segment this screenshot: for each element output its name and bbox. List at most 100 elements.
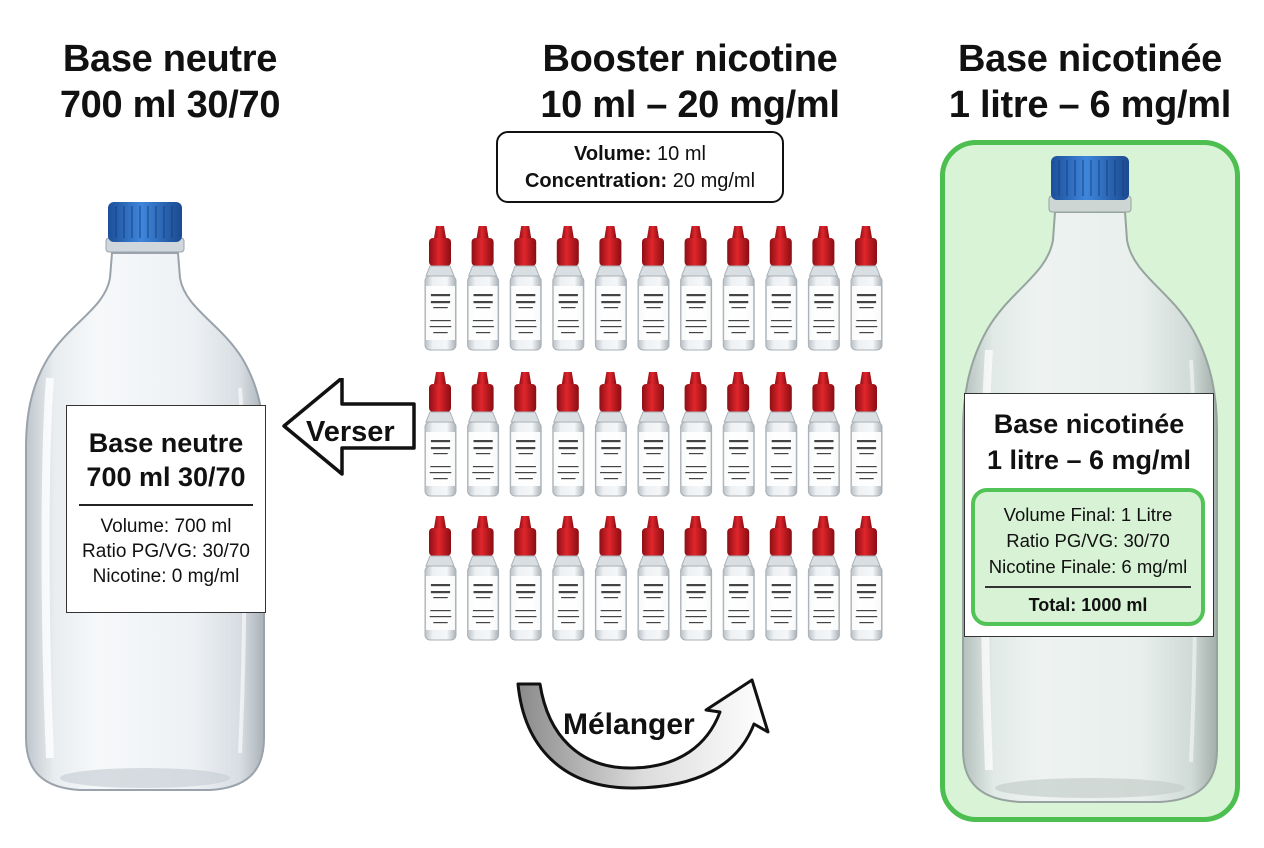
vial-label-line [770, 616, 793, 618]
vial-label-line [433, 622, 448, 624]
vial-label-line [518, 332, 533, 334]
vial-shoulder [510, 411, 540, 423]
vial-body [680, 275, 713, 351]
vial-label-line [601, 584, 621, 587]
vial-label [511, 432, 541, 486]
vial-tip [604, 372, 617, 384]
vial-label [809, 576, 839, 630]
vial-label-line [729, 294, 749, 297]
vial-label-line [473, 584, 493, 587]
vial-label-line [557, 326, 580, 328]
vial-label-line [430, 440, 451, 443]
booster-volume-line: Volume: 10 ml [498, 141, 782, 168]
vial-label-line [475, 332, 491, 334]
vial-shoulder [467, 265, 498, 277]
vial-label-line [430, 301, 451, 304]
vial-tip [476, 226, 489, 238]
vial-label [766, 286, 796, 340]
vial-label [468, 432, 498, 486]
vial-label-line [430, 466, 451, 468]
vial-label-line [473, 294, 493, 297]
vial-tip [689, 516, 702, 528]
vial-body [807, 275, 840, 351]
neutral-base-label: Base neutre 700 ml 30/70 Volume: 700 ml … [66, 405, 266, 613]
vial-label-line [729, 440, 749, 443]
booster-vial [850, 516, 883, 641]
vial-label-line [686, 440, 706, 443]
vial-label-line [603, 597, 619, 599]
vial-shoulder [595, 265, 626, 277]
vial-label-line [688, 597, 704, 599]
booster-vial [680, 226, 713, 351]
vial-label-line [601, 294, 621, 297]
booster-vial [807, 516, 840, 641]
vial-label-line [855, 472, 878, 474]
vial-shoulder [595, 555, 626, 567]
vial-tip [604, 516, 617, 528]
vial-label [511, 286, 541, 340]
label-divider [79, 504, 253, 506]
vial-body [722, 275, 755, 351]
red-cap-icon [429, 528, 451, 556]
vial-label-line [558, 301, 578, 304]
nicotine-label-details: Volume Final: 1 Litre Ratio PG/VG: 30/70… [971, 488, 1205, 626]
vial-tip [476, 372, 489, 384]
red-cap-icon [812, 238, 835, 266]
booster-vial [509, 372, 542, 497]
vial-label-line [642, 472, 665, 474]
vial-body [680, 421, 713, 497]
vial-label-line [856, 447, 877, 450]
vial-label-line [429, 616, 452, 618]
vial-label-line [433, 478, 448, 480]
vial-label-line [646, 332, 661, 334]
vial-label-line [728, 320, 749, 322]
booster-vial [467, 226, 500, 351]
vial-body [552, 275, 585, 351]
vial-label-line [813, 616, 835, 618]
vial-label-line [515, 466, 536, 468]
vial-tip [561, 372, 574, 384]
vial-label-line [686, 301, 706, 304]
booster-vial [637, 226, 670, 351]
vial-label [553, 286, 583, 340]
vial-label-line [472, 610, 494, 612]
vial-body [552, 421, 585, 497]
vial-label-line [472, 472, 494, 474]
vial-tip [434, 372, 446, 384]
vial-label-line [646, 453, 661, 455]
vial-label-line [816, 478, 832, 480]
vial-label-line [600, 472, 622, 474]
vial-label-line [685, 616, 707, 618]
vial-label-line [814, 440, 834, 443]
vial-label-line [475, 622, 491, 624]
vial-label-line [473, 591, 493, 594]
vial-shoulder [467, 411, 498, 423]
vial-label [426, 576, 455, 630]
vial-shoulder [723, 411, 753, 423]
vial-label-line [475, 453, 491, 455]
vial-label-line [729, 591, 749, 594]
vial-label-line [727, 472, 750, 474]
vial-label [809, 286, 839, 340]
red-cap-icon [471, 528, 494, 556]
vial-tip [860, 226, 872, 238]
vial-label-line [558, 584, 578, 587]
vial-label-line [856, 320, 877, 322]
vial-label-line [731, 307, 746, 309]
booster-vial [594, 226, 627, 351]
vial-label [766, 576, 796, 630]
vial-label-line [430, 320, 451, 322]
vial-label-line [813, 320, 835, 322]
booster-vial [680, 372, 713, 497]
vial-shoulder [808, 265, 839, 277]
vial-label-line [642, 326, 665, 328]
vial-body [637, 275, 670, 351]
nicotine-label-nicotine: Nicotine Finale: 6 mg/ml [988, 556, 1188, 577]
vial-label-line [430, 584, 451, 587]
vial-label-line [771, 440, 791, 443]
vial-label-line [814, 294, 834, 297]
vial-label [639, 432, 668, 486]
vial-label-line [643, 320, 664, 322]
vial-shoulder [553, 265, 583, 277]
vial-body [594, 565, 627, 641]
